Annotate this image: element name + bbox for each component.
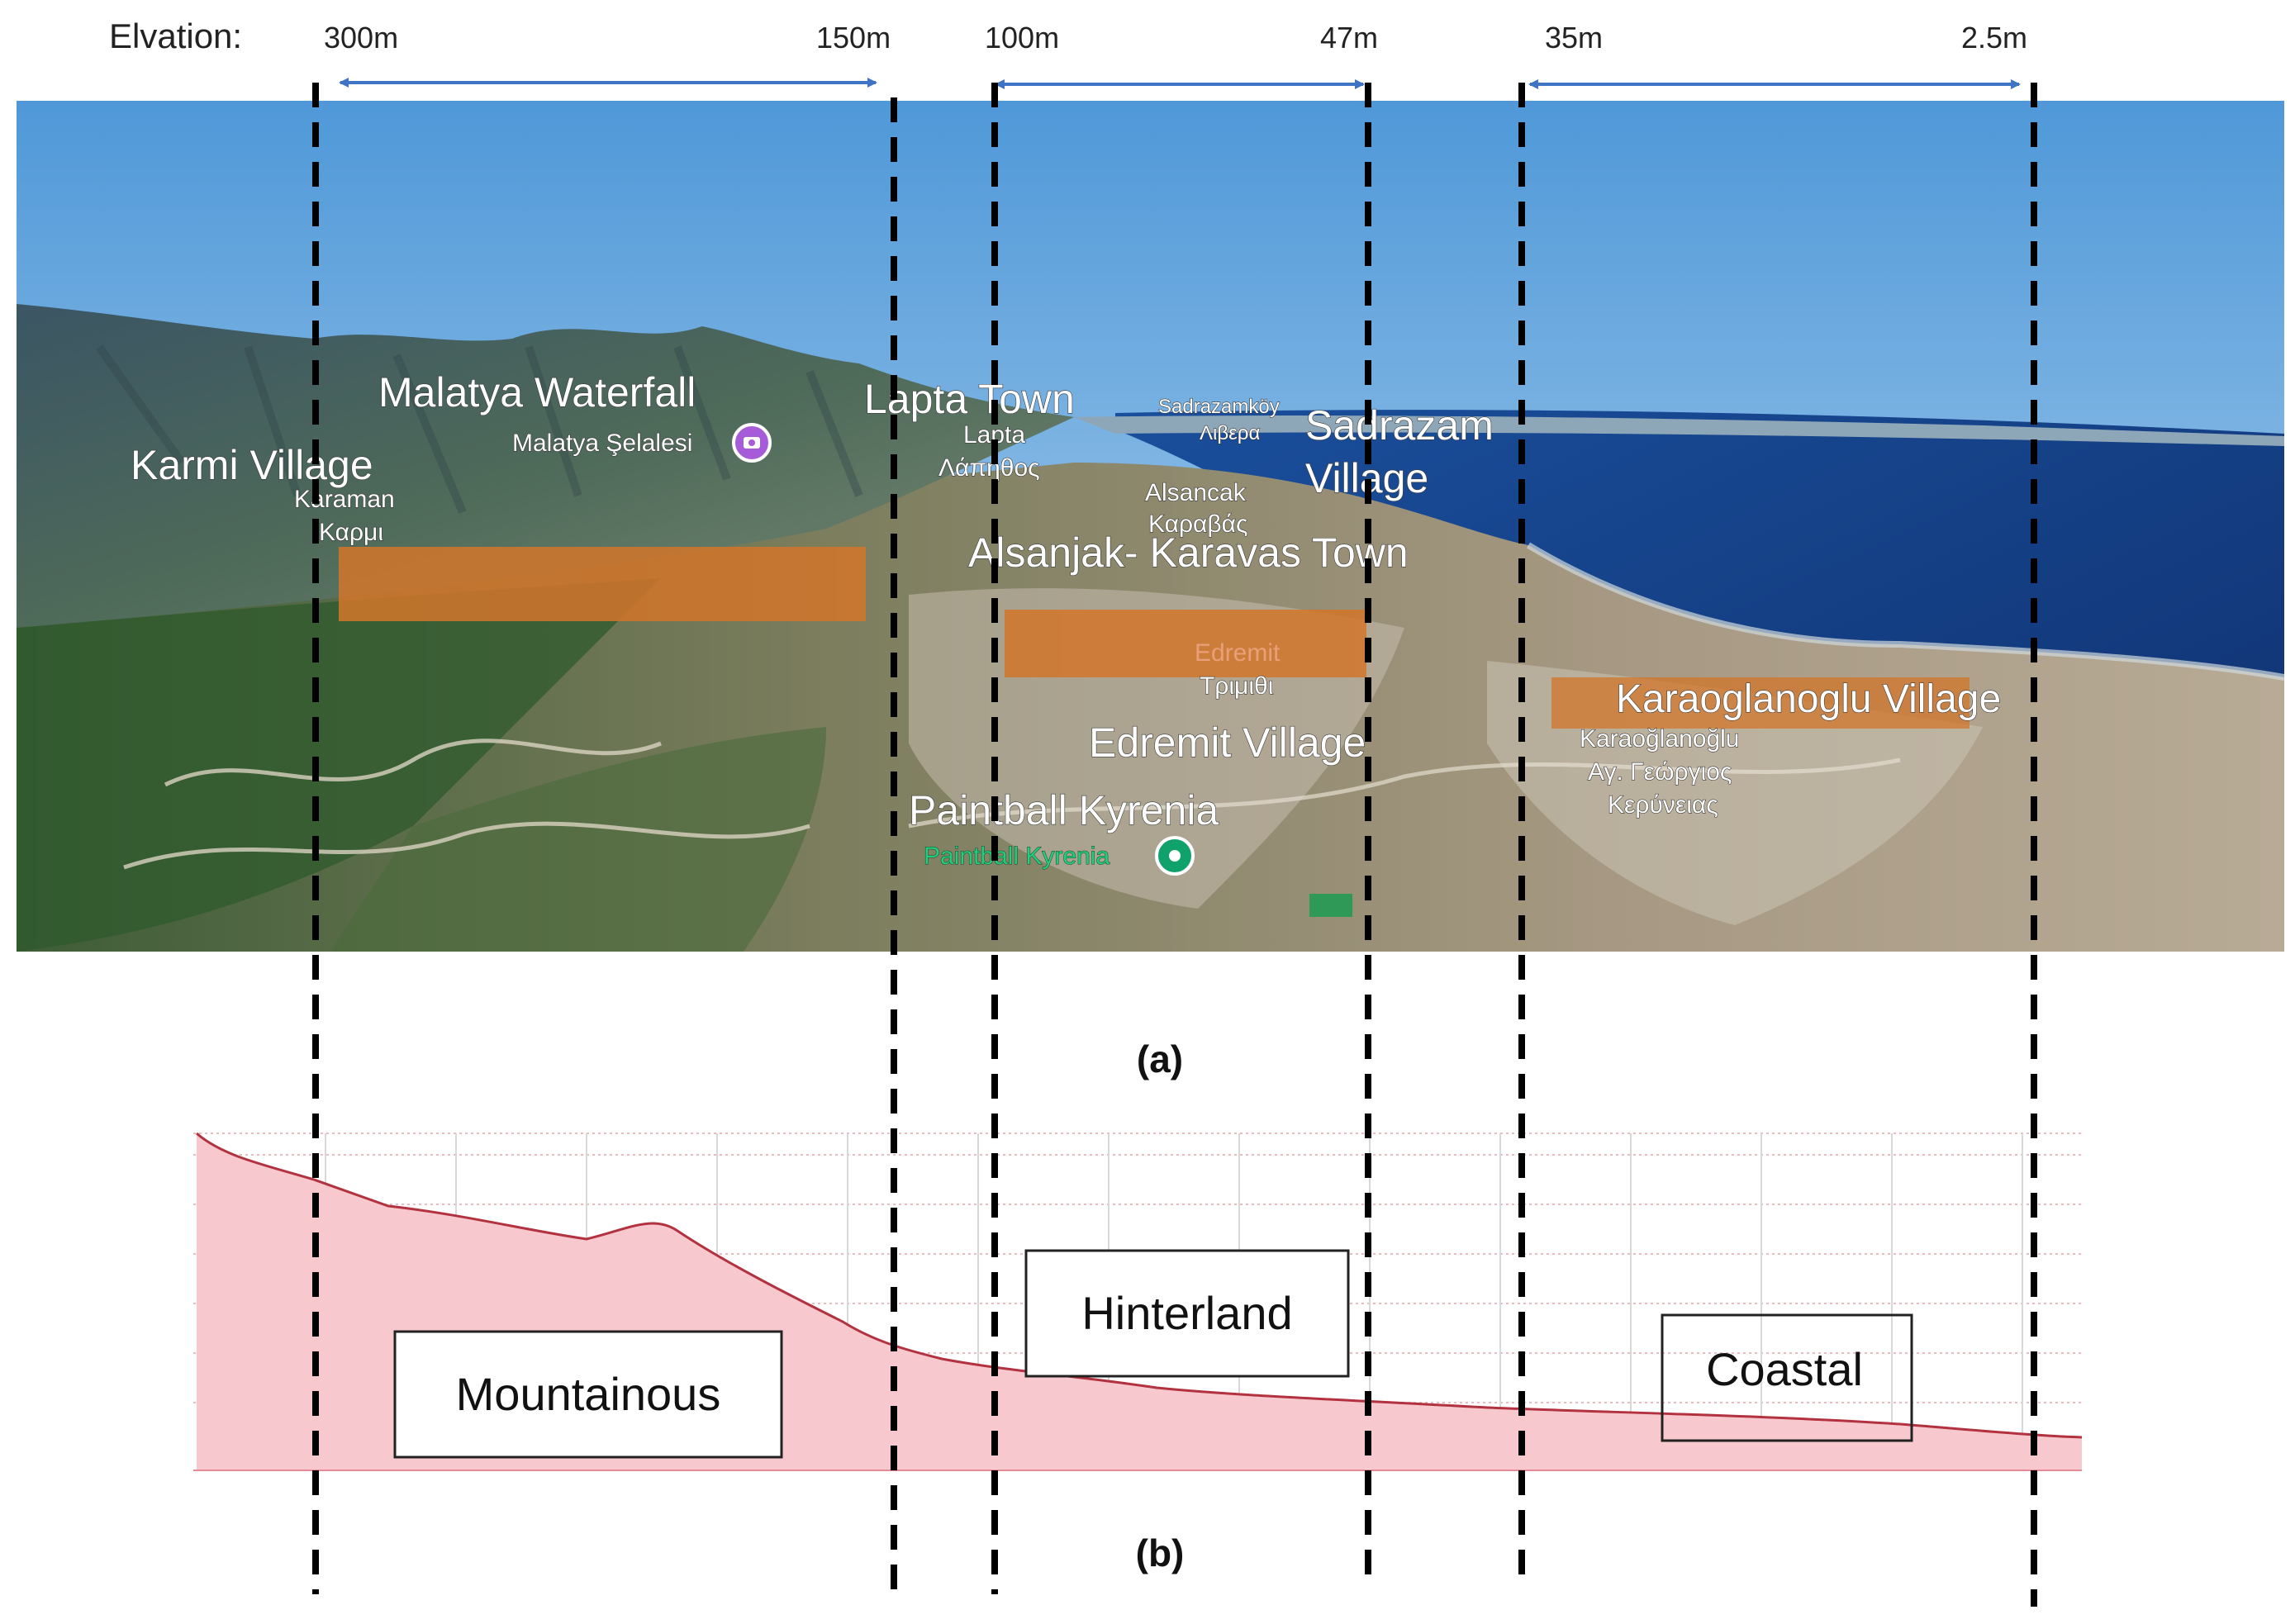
forest-patch (330, 727, 826, 952)
place-label: Edremit Village (1089, 719, 1366, 766)
elevation-header: Elvation: 300m 150m 100m 47m 35m 2.5m (109, 17, 2027, 89)
zone-coastal: Coastal (1661, 1313, 1913, 1442)
place-label: Karaoğlanoğlu (1580, 725, 1740, 753)
elevation-to-value: 47m (1320, 21, 1378, 55)
terrain-profile-line (196, 1132, 2083, 1439)
place-label: Lapta Town (864, 376, 1075, 422)
camera-pin-icon (732, 423, 772, 463)
zone-label: Hinterland (1081, 1287, 1292, 1339)
elevation-label: Elvation: (109, 17, 242, 55)
place-label: Paintball Kyrenia (909, 787, 1219, 833)
elevation-from-value: 300m (324, 21, 398, 55)
panel-b-caption: (b) (1136, 1531, 1185, 1574)
place-label: Καρμι (319, 519, 383, 546)
distant-coast (1074, 415, 2284, 446)
elevation-to-value: 2.5m (1961, 21, 2027, 55)
mountain-range (17, 304, 1074, 628)
elevation-from-value: 100m (985, 21, 1059, 55)
highlight-band (339, 547, 866, 621)
place-label: Paintball Kyrenia (924, 843, 1109, 870)
place-label: Αγ. Γεώργιος (1588, 758, 1732, 786)
aerial-map: Malatya Waterfall Malatya Şelalesi Karmi… (17, 101, 2284, 952)
zone-mountainous: Mountainous (393, 1330, 783, 1459)
elevation-range-hinterland: 100m 47m (985, 21, 1378, 89)
place-label: Edremit (1195, 639, 1281, 667)
place-label: Sadrazamköy (1158, 396, 1280, 418)
place-label: Karaoglanoglu Village (1616, 677, 2001, 721)
highlight-band (1551, 677, 1970, 729)
map-pin-icon (1155, 836, 1195, 876)
place-labels: Malatya Waterfall Malatya Şelalesi Karmi… (130, 368, 2001, 833)
elevation-profile: Mountainous Hinterland Coastal (193, 1132, 2083, 1471)
place-label: Καραβάς (1148, 510, 1247, 538)
forest-patch (17, 578, 661, 952)
zone-hinterland: Hinterland (1024, 1249, 1350, 1378)
place-label: Κερύνειας (1608, 791, 1718, 819)
elevation-range-coastal: 35m 2.5m (1528, 21, 2027, 89)
ridge-shading (95, 344, 863, 514)
place-label: Alsanjak- Karavas Town (968, 529, 1409, 576)
zone-label: Coastal (1706, 1343, 1863, 1395)
place-label: Λιβερα (1200, 422, 1261, 444)
elevation-to-value: 150m (816, 21, 891, 55)
place-label: Karaman (294, 486, 395, 513)
zone-label: Mountainous (456, 1368, 721, 1420)
elevation-range-mountainous: 300m 150m (324, 21, 891, 88)
place-label: Malatya Şelalesi (512, 430, 692, 457)
shoreline (1526, 542, 2284, 681)
road (164, 738, 662, 787)
highlight-band (1005, 610, 1366, 677)
elevation-from-value: 35m (1545, 21, 1603, 55)
place-label: Λάπηθος (938, 454, 1040, 482)
panel-a-caption: (a) (1137, 1038, 1183, 1080)
place-label: Alsancak (1145, 479, 1247, 506)
place-label: Karmi Village (131, 442, 373, 488)
zone-dividers (312, 83, 2037, 1607)
place-label: Malatya Waterfall (378, 369, 696, 415)
road (908, 757, 1901, 829)
road (123, 821, 810, 870)
place-label: Sadrazam (1305, 402, 1494, 449)
place-label: Τριμιθι (1200, 672, 1273, 700)
sports-field (1309, 894, 1352, 917)
